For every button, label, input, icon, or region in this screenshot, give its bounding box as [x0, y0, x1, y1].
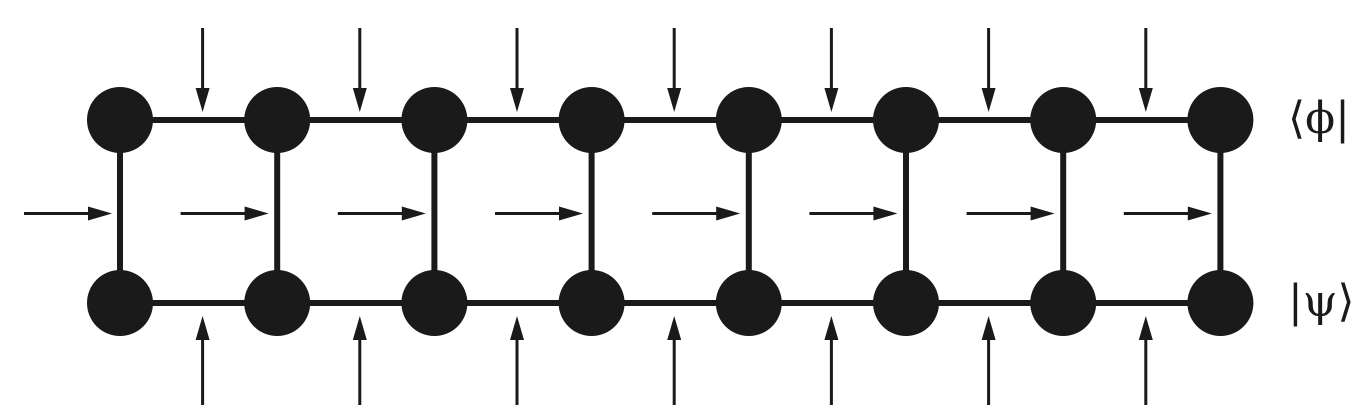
- top-tensor-node-2: [244, 87, 311, 153]
- ket-state-label: |ψ⟩: [1288, 276, 1355, 327]
- bra-state-label: ⟨ϕ|: [1288, 93, 1350, 144]
- bottom-arrow-1-head: [195, 316, 210, 340]
- bottom-tensor-node-8: [1187, 270, 1254, 336]
- bottom-arrow-3-head: [510, 316, 524, 340]
- bottom-tensor-node-7: [1030, 270, 1097, 336]
- top-arrow-7-head: [1138, 88, 1153, 112]
- top-tensor-node-5: [715, 87, 782, 153]
- bottom-arrow-4-head: [667, 316, 682, 340]
- horizontal-arrow-4-head: [716, 206, 741, 221]
- horizontal-arrow-7-head: [1187, 206, 1212, 221]
- horizontal-arrow-1-head: [244, 206, 269, 221]
- top-arrow-5-head: [824, 88, 839, 112]
- left-input-arrow-head: [88, 206, 112, 221]
- bottom-arrow-7-head: [1138, 316, 1153, 340]
- bottom-arrow-5-head: [824, 316, 839, 340]
- top-tensor-node-7: [1030, 87, 1097, 153]
- top-tensor-node-8: [1187, 87, 1254, 153]
- top-arrow-3-head: [510, 88, 524, 112]
- bottom-tensor-node-3: [401, 270, 468, 336]
- bottom-tensor-node-5: [715, 270, 782, 336]
- bottom-arrow-2-head: [352, 316, 367, 340]
- bottom-arrow-6-head: [981, 316, 996, 340]
- bottom-tensor-node-6: [873, 270, 939, 336]
- top-tensor-node-3: [401, 87, 468, 153]
- bottom-tensor-node-1: [87, 270, 153, 336]
- top-arrow-6-head: [981, 88, 996, 112]
- bottom-tensor-node-2: [244, 270, 311, 336]
- top-tensor-node-4: [558, 87, 625, 153]
- top-tensor-node-6: [873, 87, 939, 153]
- top-arrow-4-head: [667, 88, 682, 112]
- top-tensor-node-1: [87, 87, 153, 153]
- horizontal-arrow-5-head: [873, 206, 898, 221]
- bottom-tensor-node-4: [558, 270, 625, 336]
- top-arrow-2-head: [352, 88, 367, 112]
- horizontal-arrow-2-head: [401, 206, 426, 221]
- horizontal-arrow-3-head: [559, 206, 583, 221]
- top-arrow-1-head: [195, 88, 210, 112]
- horizontal-arrow-6-head: [1030, 206, 1055, 221]
